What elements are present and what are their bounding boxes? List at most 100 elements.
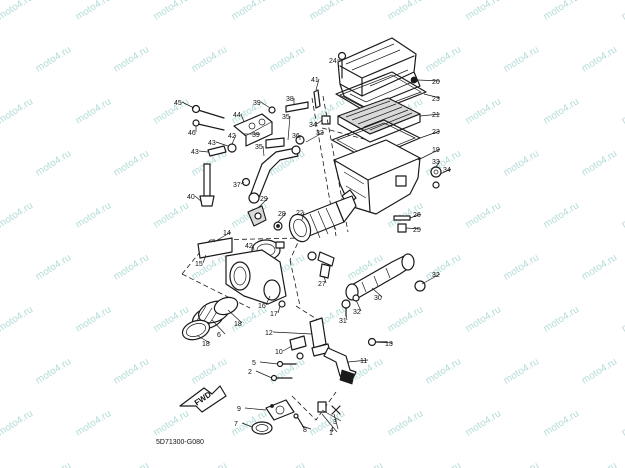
- callout-20: 20: [432, 79, 440, 86]
- diagram-code: 5D71300-G080: [156, 439, 204, 446]
- callout-13: 13: [385, 341, 393, 348]
- watermark-text: moto4.ru: [190, 356, 229, 386]
- watermark-text: moto4.ru: [112, 148, 151, 178]
- air-filter-element: [337, 97, 421, 143]
- leader-line-7: [241, 422, 253, 428]
- leader-line-32: [421, 273, 441, 285]
- leader-line-20: [417, 79, 441, 82]
- leader-line-37: [240, 181, 245, 185]
- watermark-text: moto4.ru: [268, 460, 307, 468]
- watermark-text: moto4.ru: [620, 96, 625, 126]
- watermark-text: moto4.ru: [620, 408, 625, 438]
- watermark-text: moto4.ru: [386, 304, 425, 334]
- callout-30: 30: [374, 295, 382, 302]
- watermark-text: moto4.ru: [190, 44, 229, 74]
- watermark-text: moto4.ru: [464, 0, 503, 23]
- callout-25: 25: [413, 227, 421, 234]
- leader-line-22: [301, 211, 305, 221]
- watermark-text: moto4.ru: [308, 0, 347, 23]
- watermark-text: moto4.ru: [112, 44, 151, 74]
- watermark-text: moto4.ru: [152, 200, 191, 230]
- callout-24: 24: [329, 58, 337, 65]
- callout-2: 2: [248, 369, 252, 376]
- callout-1: 1: [329, 430, 333, 437]
- watermark-text: moto4.ru: [112, 356, 151, 386]
- callout-37: 37: [233, 182, 241, 189]
- leader-line-41: [315, 78, 320, 91]
- watermark-text: moto4.ru: [424, 252, 463, 282]
- flange-9: [265, 399, 295, 421]
- bolts-45-46: [191, 104, 225, 131]
- watermark-text: moto4.ru: [152, 408, 191, 438]
- callout-7: 7: [234, 421, 238, 428]
- leader-line-9: [244, 407, 267, 411]
- watermark-text: moto4.ru: [502, 252, 541, 282]
- callout-21: 21: [432, 112, 440, 119]
- callout-35: 35: [282, 114, 290, 121]
- leader-line-31: [345, 313, 348, 321]
- hose-43-joint: [207, 143, 237, 157]
- watermark-text: moto4.ru: [424, 460, 463, 468]
- callout-18: 18: [234, 321, 242, 328]
- leader-line-8: [301, 425, 312, 430]
- leader-line-33: [435, 160, 441, 168]
- leader-line-35: [287, 115, 291, 141]
- callout-5: 5: [252, 360, 256, 367]
- fwd-arrow: FWD: [179, 385, 227, 413]
- leader-line-40: [194, 195, 203, 203]
- callout-34: 34: [309, 122, 317, 129]
- watermark-text: moto4.ru: [620, 304, 625, 334]
- leader-line-15: [202, 254, 207, 264]
- bolt-24: [337, 51, 347, 79]
- watermark-text: moto4.ru: [464, 408, 503, 438]
- watermark-text: moto4.ru: [152, 0, 191, 23]
- watermark-text: moto4.ru: [74, 408, 113, 438]
- leader-line-44: [240, 113, 245, 123]
- callout-39: 39: [253, 100, 261, 107]
- watermark-text: moto4.ru: [112, 252, 151, 282]
- watermark-text: moto4.ru: [542, 96, 581, 126]
- callout-28: 28: [278, 211, 286, 218]
- intake-joint-22: [288, 195, 357, 243]
- watermark-text: moto4.ru: [580, 44, 619, 74]
- callout-42: 42: [245, 243, 253, 250]
- watermark-text: moto4.ru: [268, 44, 307, 74]
- leader-line-43: [198, 150, 209, 153]
- callout-4: 4: [330, 427, 334, 434]
- watermark-text: moto4.ru: [580, 148, 619, 178]
- watermark-text: moto4.ru: [0, 408, 35, 438]
- callout-39: 39: [252, 132, 260, 139]
- fitting-10: [289, 335, 307, 360]
- callout-43: 43: [208, 140, 216, 147]
- fitting-29: [247, 205, 267, 227]
- callout-23: 23: [432, 96, 440, 103]
- callout-6: 6: [217, 332, 221, 339]
- callout-14: 14: [223, 230, 231, 237]
- callout-12: 12: [265, 330, 273, 337]
- hose-26-27: [307, 251, 335, 279]
- leader-line-13: [375, 341, 394, 344]
- callout-35: 35: [255, 144, 263, 151]
- sensor-28: [273, 221, 283, 231]
- watermark-text: moto4.ru: [112, 460, 151, 468]
- leader-line-5: [259, 361, 279, 365]
- screw-20: [410, 76, 418, 84]
- watermark-text: moto4.ru: [152, 96, 191, 126]
- watermark-text: moto4.ru: [464, 200, 503, 230]
- leader-line-26: [409, 213, 422, 219]
- throttle-body-16: [197, 237, 287, 308]
- callout-29: 29: [260, 196, 268, 203]
- leader-line-29: [257, 197, 269, 209]
- leader-line-11: [347, 359, 369, 363]
- watermark-text: moto4.ru: [230, 0, 269, 23]
- clip-34: [321, 115, 331, 125]
- leader-line-2: [255, 370, 273, 379]
- watermark-text: moto4.ru: [34, 252, 73, 282]
- watermark-text: moto4.ru: [0, 200, 35, 230]
- watermark-text: moto4.ru: [424, 148, 463, 178]
- callout-38: 38: [286, 96, 294, 103]
- clip-31: [341, 299, 351, 317]
- watermark-text: moto4.ru: [346, 460, 385, 468]
